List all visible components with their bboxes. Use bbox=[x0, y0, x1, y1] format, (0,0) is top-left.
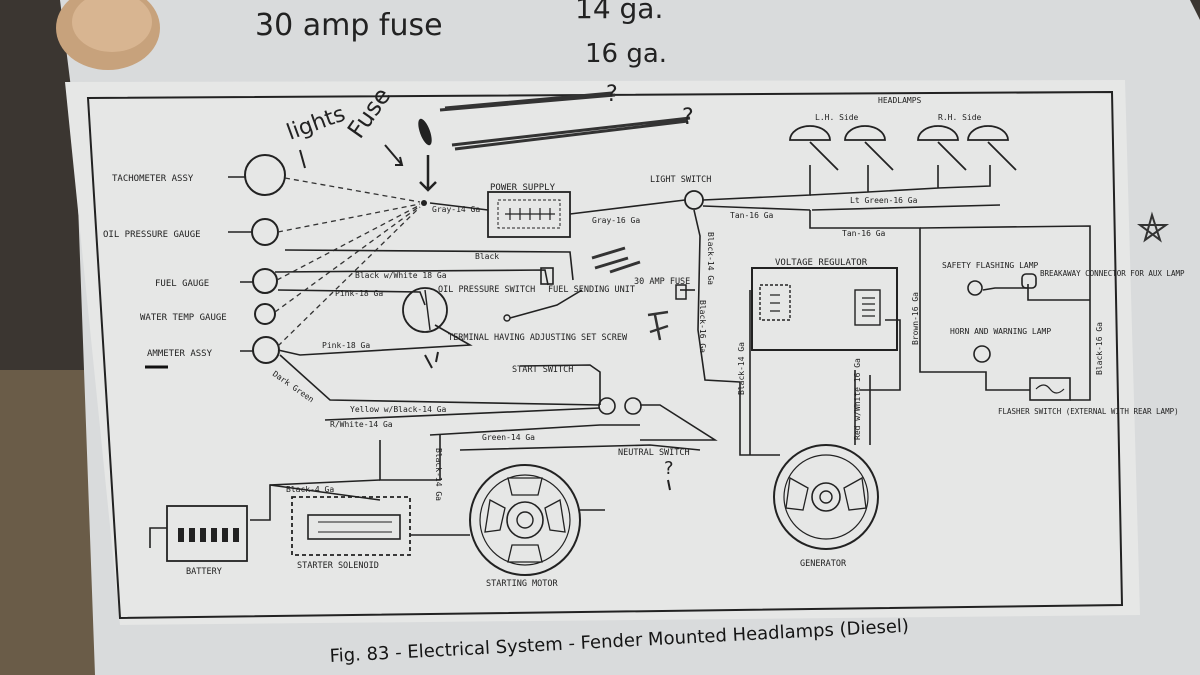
wire-gray-14: Gray-14 Ga bbox=[432, 205, 480, 214]
wire-black-white-18: Black w/White 18 Ga bbox=[355, 271, 447, 280]
label-ammeter: AMMETER ASSY bbox=[147, 349, 213, 359]
label-flasher-switch: FLASHER SWITCH (EXTERNAL WITH REAR LAMP) bbox=[998, 407, 1179, 416]
wire-yellow-black-14: Yellow w/Black-14 Ga bbox=[350, 405, 447, 414]
label-starter-solenoid: STARTER SOLENOID bbox=[297, 561, 379, 571]
handwritten-question-3: ? bbox=[664, 458, 674, 479]
safety-flashing-lamp bbox=[967, 280, 983, 296]
handwritten-top-gauge-2: 16 ga. bbox=[585, 39, 667, 69]
power-supply-box bbox=[487, 191, 571, 238]
handwritten-top-gauge-1: 14 ga. bbox=[575, 0, 663, 25]
label-oil-pressure-switch: OIL PRESSURE SWITCH bbox=[438, 285, 535, 295]
label-start-switch: START SWITCH bbox=[512, 365, 573, 375]
wire-lt-green-16: Lt Green-16 Ga bbox=[850, 196, 918, 205]
wire-black-4: Black-4 Ga bbox=[286, 485, 334, 494]
headlamp-4 bbox=[967, 125, 1009, 141]
handwritten-question-1: ? bbox=[606, 82, 618, 107]
label-water-temp-gauge: WATER TEMP GAUGE bbox=[140, 313, 227, 323]
main-wiring bbox=[250, 165, 1091, 536]
fuel-sending-unit bbox=[540, 267, 554, 285]
wire-brown-16: Brown-16 Ga bbox=[911, 292, 920, 345]
wire-tan-16-a: Tan-16 Ga bbox=[730, 211, 774, 220]
label-fuel-sending-unit: FUEL SENDING UNIT bbox=[548, 285, 635, 295]
headlamp-2 bbox=[844, 125, 886, 141]
voltage-regulator-box bbox=[751, 267, 898, 351]
label-fuel-gauge: FUEL GAUGE bbox=[155, 279, 209, 289]
label-safety-flashing-lamp: SAFETY FLASHING LAMP bbox=[942, 261, 1039, 270]
handwritten-fuse-sketch bbox=[418, 118, 432, 146]
label-headlamps: HEADLAMPS bbox=[878, 96, 922, 105]
oil-pressure-switch bbox=[402, 287, 448, 333]
label-generator: GENERATOR bbox=[800, 559, 847, 569]
label-terminal-adjusting: TERMINAL HAVING ADJUSTING SET SCREW bbox=[448, 333, 628, 343]
starting-motor bbox=[469, 464, 581, 576]
wire-black: Black bbox=[475, 252, 499, 261]
starter-solenoid bbox=[291, 496, 411, 556]
label-rh-side: R.H. Side bbox=[938, 113, 982, 122]
label-30-amp-fuse: 30 AMP FUSE bbox=[634, 277, 690, 287]
wire-black-16: Black-16 Ga bbox=[698, 300, 707, 353]
lamp-junction bbox=[421, 200, 427, 206]
wire-black-14: Black-14 Ga bbox=[706, 232, 715, 285]
wire-red-white-16: Red w/White 16 Ga bbox=[853, 358, 862, 440]
wire-black-16-b: Black-16 Ga bbox=[1095, 322, 1104, 375]
fuse-30-amp bbox=[675, 284, 687, 300]
scribbled-out-text bbox=[439, 91, 691, 151]
label-horn-warning-lamp: HORN AND WARNING LAMP bbox=[950, 327, 1051, 336]
handwritten-question-2: ? bbox=[682, 105, 694, 130]
label-oil-pressure-gauge: OIL PRESSURE GAUGE bbox=[103, 230, 201, 240]
horn-warning-lamp bbox=[973, 345, 991, 363]
water-temp-gauge bbox=[254, 303, 276, 325]
tachometer-gauge bbox=[244, 154, 286, 196]
handwritten-top-fuse: 30 amp fuse bbox=[255, 8, 443, 43]
neutral-switch-contact bbox=[624, 397, 642, 415]
label-starting-motor: STARTING MOTOR bbox=[486, 579, 559, 589]
wire-black-14-c: Black-14 Ga bbox=[434, 448, 443, 501]
headlamp-3 bbox=[917, 125, 959, 141]
label-neutral-switch: NEUTRAL SWITCH bbox=[618, 448, 690, 458]
fuel-gauge bbox=[252, 268, 278, 294]
wire-pink-18-a: Pink-18 Ga bbox=[335, 289, 383, 298]
label-power-supply: POWER SUPPLY bbox=[490, 183, 556, 193]
wire-labels: Gray-14 Ga Gray-16 Ga Tan-16 Ga Tan-16 G… bbox=[271, 196, 1104, 501]
headlamp-1 bbox=[789, 125, 831, 141]
generator bbox=[773, 444, 879, 550]
gauge-light-wires bbox=[274, 177, 421, 347]
label-lh-side: L.H. Side bbox=[815, 113, 859, 122]
label-light-switch: LIGHT SWITCH bbox=[650, 175, 711, 185]
breakaway-connector bbox=[1021, 273, 1037, 289]
diagram-border bbox=[86, 90, 1124, 620]
label-tachometer: TACHOMETER ASSY bbox=[112, 174, 194, 184]
wire-green-14: Green-14 Ga bbox=[482, 433, 535, 442]
handwritten-arrow-down bbox=[419, 155, 437, 192]
start-switch bbox=[598, 397, 616, 415]
wire-red-white-14: R/White-14 Ga bbox=[330, 420, 393, 429]
battery bbox=[166, 505, 248, 562]
handwritten-star bbox=[1137, 211, 1170, 243]
wire-black-14-b: Black-14 Ga bbox=[737, 342, 746, 395]
label-battery: BATTERY bbox=[186, 567, 222, 577]
flasher-switch bbox=[1029, 377, 1071, 401]
wire-gray-16: Gray-16 Ga bbox=[592, 216, 640, 225]
wire-pink-18-b: Pink-18 Ga bbox=[322, 341, 370, 350]
headlamp-group bbox=[789, 125, 1017, 171]
printed-page bbox=[65, 80, 1140, 625]
label-voltage-regulator: VOLTAGE REGULATOR bbox=[775, 258, 868, 268]
label-breakaway-connector: BREAKAWAY CONNECTOR FOR AUX LAMP bbox=[1040, 269, 1185, 278]
wire-tan-16-b: Tan-16 Ga bbox=[842, 229, 886, 238]
